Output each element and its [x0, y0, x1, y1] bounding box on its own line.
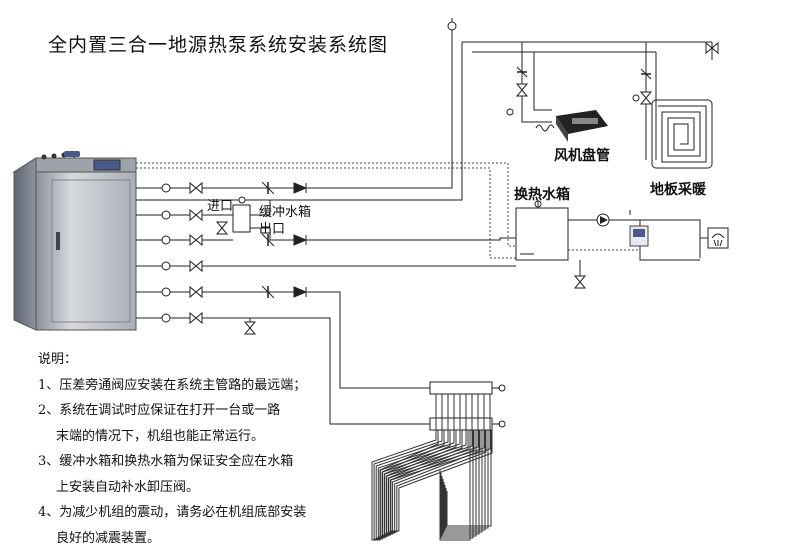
pump-icon: [596, 213, 610, 227]
ground-loop: [444, 430, 486, 531]
note-3-cont: 上安装自动补水卸压阀。: [56, 479, 200, 495]
note-2-cont: 末端的情况下，机组也能正常运行。: [56, 428, 265, 444]
ground-loop-icon: [371, 394, 493, 541]
inlet-label: 进口: [207, 199, 234, 214]
floor-coil-icon: [651, 99, 713, 169]
note-2: 2、系统在调试时应保证在打开一台或一路: [38, 403, 281, 418]
manifold-icon: [429, 381, 506, 431]
check-valves: [261, 66, 652, 299]
ground-loop: [388, 394, 487, 533]
notes-heading: 说明：: [38, 352, 78, 367]
fan-coil-label: 风机盘管: [554, 148, 610, 164]
ground-loop: [442, 430, 480, 535]
note-3: 3、缓冲水箱和换热水箱为保证安全应在水箱: [38, 454, 294, 469]
note-1: 1、压差旁通阀应安装在系统主管路的最远端；: [38, 377, 307, 393]
note-4-cont: 良好的减震装置。: [56, 530, 161, 546]
outlet-label: 出口: [259, 222, 286, 237]
floor-heating-label: 地板采暖: [650, 182, 706, 198]
heat-exchange-tank-label: 换热水箱: [514, 187, 570, 203]
ground-loop: [440, 430, 474, 539]
thermostat-icon: [629, 225, 649, 247]
ground-loop: [439, 430, 471, 541]
ground-loop: [375, 394, 451, 539]
ground-loop: [382, 394, 469, 536]
valves: [161, 41, 719, 335]
page-title: 全内置三合一地源热泵系统安装系统图: [48, 34, 389, 56]
buffer-tank-label: 缓冲水箱: [259, 205, 312, 220]
ground-loop: [441, 430, 477, 537]
air-vents: [238, 18, 640, 208]
ground-loop: [445, 430, 489, 529]
heat-exchange-tank: [515, 207, 569, 261]
shower-icon: [707, 227, 729, 249]
ground-loop: [446, 430, 492, 527]
fan-coil-icon: [535, 110, 608, 142]
notes: 说明： 1、压差旁通阀应安装在系统主管路的最远端； 2、系统在调试时应保证在打开…: [38, 347, 306, 551]
buffer-tank: [232, 204, 251, 233]
heat-pump-unit: [12, 151, 137, 331]
ground-loop: [443, 430, 483, 533]
note-4: 4、为减少机组的震动，请务必在机组底部安装: [38, 505, 307, 520]
